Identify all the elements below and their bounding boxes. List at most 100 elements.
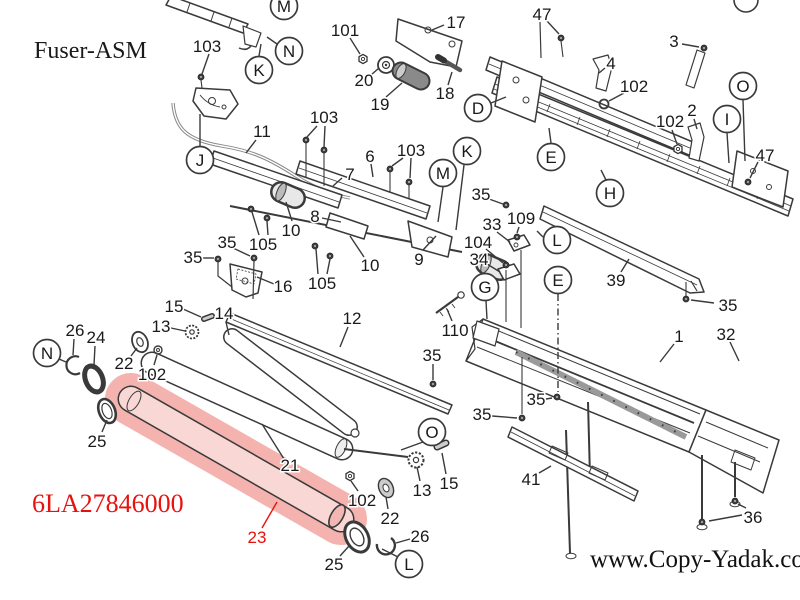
leader-line bbox=[350, 480, 359, 492]
leader-line bbox=[447, 71, 453, 86]
part-label-10: 10 bbox=[282, 221, 301, 240]
leader-line bbox=[285, 201, 293, 222]
part-label-103: 103 bbox=[193, 37, 221, 56]
leader-line bbox=[339, 326, 349, 348]
leader-line bbox=[516, 226, 520, 234]
letter-circle bbox=[417, 417, 447, 447]
letter-label: K bbox=[253, 61, 265, 80]
leader-line bbox=[488, 198, 504, 205]
part-label-16: 16 bbox=[274, 277, 293, 296]
letter-circle bbox=[542, 225, 572, 255]
leader-line bbox=[620, 258, 630, 273]
part-label-25: 25 bbox=[325, 555, 344, 574]
letter-label: I bbox=[725, 110, 730, 129]
letter-circle bbox=[274, 36, 304, 66]
letter-connector-line bbox=[548, 127, 552, 144]
letter-label: M bbox=[436, 164, 450, 183]
leader-line bbox=[496, 231, 511, 243]
letter-label: E bbox=[545, 148, 556, 167]
letter-label: K bbox=[461, 142, 473, 161]
letter-circle bbox=[32, 338, 62, 368]
leader-line bbox=[323, 125, 326, 148]
part-label-26: 26 bbox=[66, 321, 85, 340]
letter-label: J bbox=[196, 151, 205, 170]
letter-connector-line bbox=[266, 36, 278, 45]
leader-line bbox=[349, 235, 365, 258]
leader-line bbox=[93, 345, 96, 366]
leader-line bbox=[491, 415, 518, 419]
letter-callout-M: M bbox=[428, 158, 458, 188]
leader-line bbox=[251, 211, 260, 236]
part-label-32: 32 bbox=[717, 325, 736, 344]
part-label-20: 20 bbox=[355, 71, 374, 90]
part-label-24: 24 bbox=[87, 328, 106, 347]
letter-callout-G: G bbox=[470, 272, 500, 302]
leader-line bbox=[671, 129, 678, 145]
leader-line bbox=[485, 248, 504, 264]
leader-line bbox=[391, 157, 404, 167]
letter-connector-line bbox=[485, 300, 488, 320]
letter-circle bbox=[543, 265, 573, 295]
letter-callout-E: E bbox=[543, 265, 573, 295]
part-label-22: 22 bbox=[115, 354, 134, 373]
letter-label: H bbox=[604, 184, 616, 203]
highlighted-part-code: 6LA27846000 bbox=[32, 489, 184, 518]
leader-line bbox=[693, 118, 698, 130]
leader-line bbox=[245, 139, 257, 154]
leader-line bbox=[130, 347, 138, 357]
letter-circle bbox=[244, 55, 274, 85]
letter-label: N bbox=[41, 344, 53, 363]
highlighted-roller-23 bbox=[105, 373, 367, 545]
part-label-41: 41 bbox=[522, 470, 541, 489]
leader-line bbox=[201, 53, 210, 75]
part-label-11: 11 bbox=[253, 122, 271, 141]
letter-label: O bbox=[736, 77, 749, 96]
part-label-23: 23 bbox=[248, 528, 267, 547]
upper-ring-cluster bbox=[65, 313, 215, 425]
bar-39 bbox=[539, 205, 705, 296]
part-label-9: 9 bbox=[414, 250, 423, 269]
part-label-101: 101 bbox=[331, 21, 359, 40]
letter-connector-line bbox=[455, 164, 465, 231]
roller-21 bbox=[140, 351, 425, 469]
letter-circle bbox=[463, 93, 493, 123]
letter-callout-O: O bbox=[728, 71, 758, 101]
leader-line bbox=[486, 263, 501, 273]
exploded-drawing bbox=[65, 0, 794, 560]
leader-line bbox=[729, 341, 740, 362]
part-label-33: 33 bbox=[483, 215, 502, 234]
leader-line bbox=[538, 465, 552, 474]
leader-line bbox=[101, 419, 108, 433]
letter-connector-line bbox=[437, 186, 444, 223]
leader-lines bbox=[72, 20, 759, 557]
leader-line bbox=[431, 24, 445, 31]
letter-callout-I: I bbox=[712, 104, 742, 134]
leader-line bbox=[306, 125, 318, 138]
letter-label: D bbox=[472, 99, 484, 118]
part-label-34: 34 bbox=[470, 250, 489, 269]
part-label-35: 35 bbox=[527, 390, 546, 409]
part-label-36: 36 bbox=[744, 508, 763, 527]
part-label-3: 3 bbox=[669, 32, 678, 51]
roller-14 bbox=[223, 328, 360, 438]
upper-rail-assembly bbox=[485, 0, 794, 217]
part-label-39: 39 bbox=[607, 271, 626, 290]
letter-connector-line bbox=[726, 132, 730, 164]
part-label-15: 15 bbox=[165, 297, 184, 316]
part-label-35: 35 bbox=[218, 233, 237, 252]
leader-line bbox=[708, 514, 743, 522]
part-label-6: 6 bbox=[365, 147, 374, 166]
part-label-21: 21 bbox=[281, 456, 300, 475]
letter-circle bbox=[269, 0, 299, 21]
letter-callout-H: H bbox=[595, 178, 625, 208]
leader-line bbox=[446, 308, 453, 322]
letter-label: N bbox=[283, 42, 295, 61]
part-label-105: 105 bbox=[308, 274, 336, 293]
part-label-25: 25 bbox=[88, 432, 107, 451]
bracket-16 bbox=[217, 260, 263, 300]
lower-ring-cluster bbox=[343, 439, 450, 556]
part-label-22: 22 bbox=[381, 509, 400, 528]
